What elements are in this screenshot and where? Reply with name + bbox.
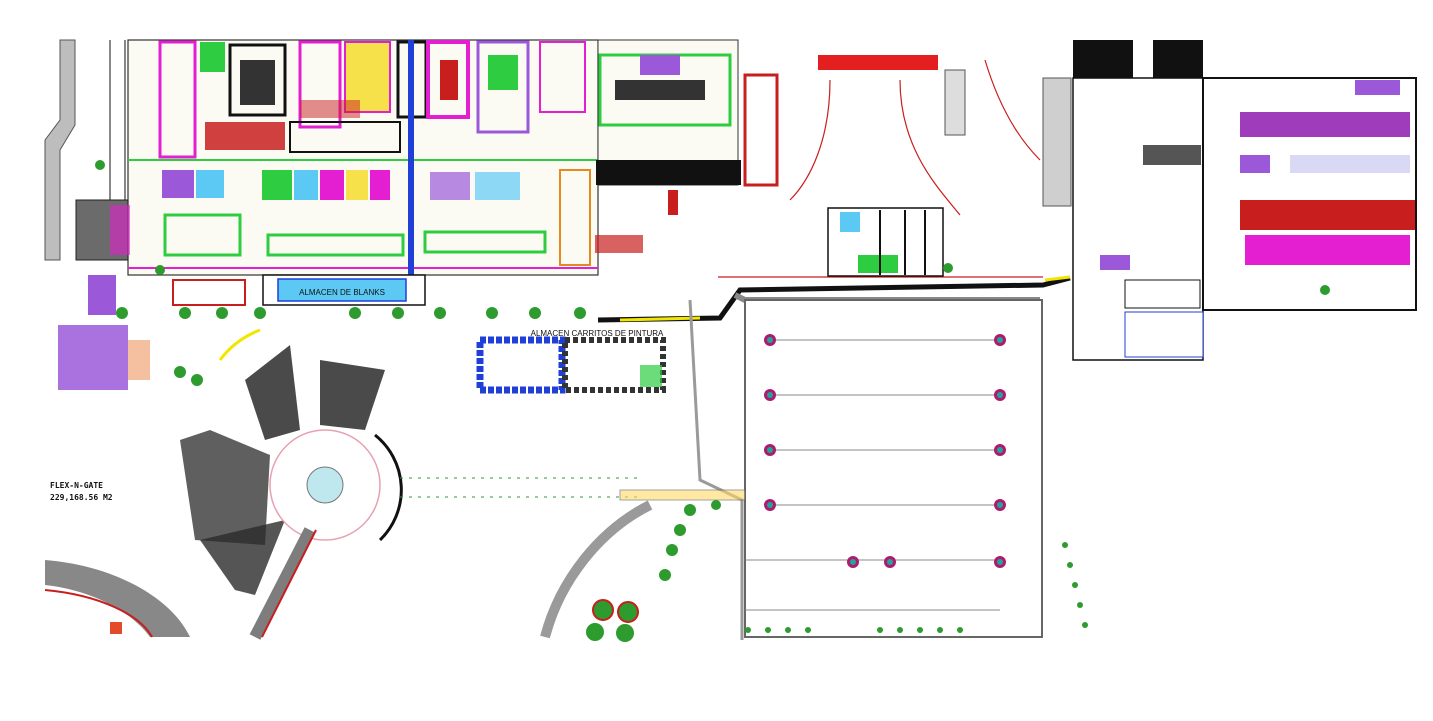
site-area: 229,168.56 M2 <box>50 493 113 502</box>
almacen-carritos: ALMACEN CARRITOS DE PINTURA <box>476 329 666 394</box>
site-name: FLEX-N-GATE <box>50 481 103 490</box>
walkways <box>95 160 1330 581</box>
parking-trees <box>586 542 1088 642</box>
parking-lot <box>744 299 1043 638</box>
loading-docks <box>827 69 1072 277</box>
left-storage <box>58 275 150 390</box>
perimeter-road <box>44 560 190 638</box>
site-title-block: FLEX-N-GATE 229,168.56 M2 <box>50 481 113 502</box>
almacen-blanks-label: ALMACEN DE BLANKS <box>299 288 385 297</box>
almacen-de-blanks: ALMACEN DE BLANKS <box>172 274 426 306</box>
left-road <box>44 39 126 261</box>
right-building <box>1072 40 1417 361</box>
office-building <box>180 328 403 640</box>
almacen-carritos-label: ALMACEN CARRITOS DE PINTURA <box>531 329 664 338</box>
production-building <box>75 39 599 276</box>
mid-complex <box>595 39 938 253</box>
entrance-road <box>540 299 746 640</box>
